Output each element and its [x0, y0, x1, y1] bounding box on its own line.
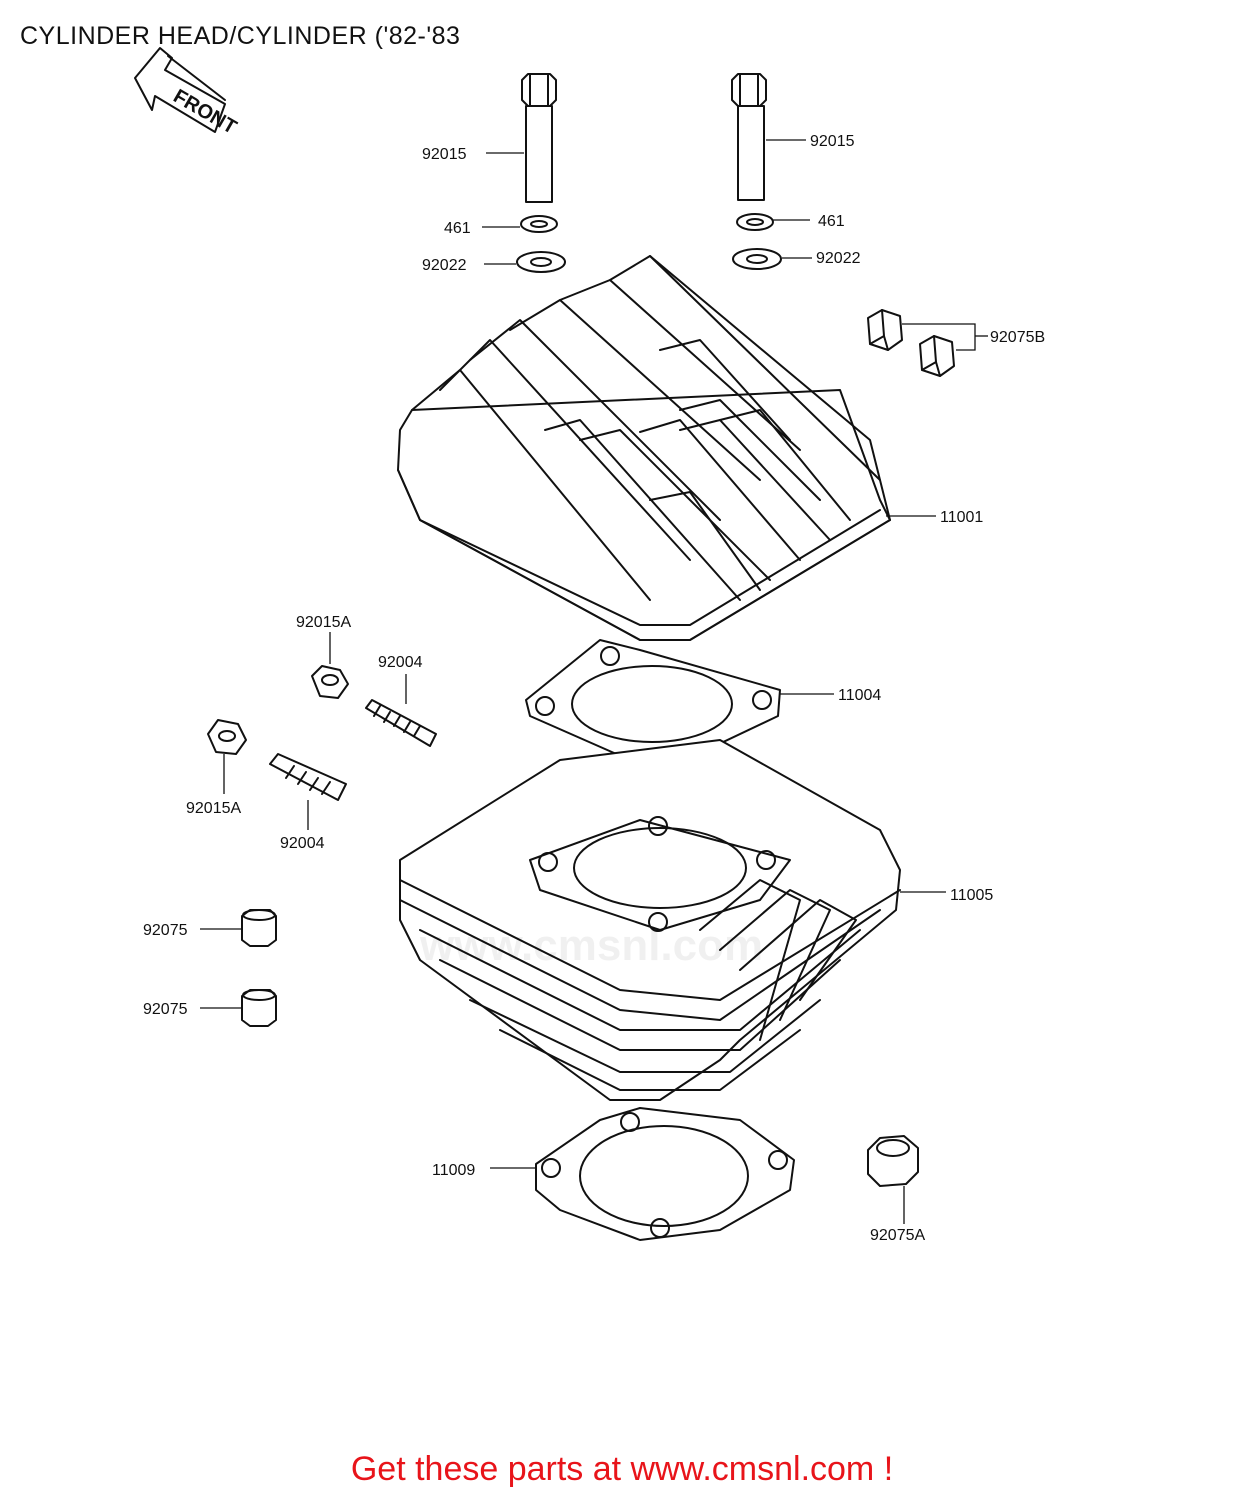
cap-lower-icon: [241, 989, 277, 1027]
label-head-gasket: 11004: [838, 687, 881, 704]
label-nut-upper: 92015A: [296, 614, 351, 631]
label-stud-lower: 92004: [280, 835, 325, 852]
base-gasket-icon: [535, 1107, 795, 1241]
label-plain-washer-right: 92022: [816, 250, 861, 267]
promo-link[interactable]: www.cmsnl.com: [630, 1450, 875, 1488]
nut-lower-icon: [207, 719, 247, 755]
label-plain-washer-left: 92022: [422, 257, 467, 274]
label-cap-a: 92075A: [870, 1227, 925, 1244]
promo-banner: Get these parts at www.cmsnl.com !: [0, 1450, 1244, 1489]
label-bolt-left: 92015: [422, 146, 467, 163]
cylinder-icon: [399, 739, 901, 1101]
cap-upper-icon: [241, 909, 277, 947]
label-cap-lower: 92075: [143, 1001, 188, 1018]
label-base-gasket: 11009: [432, 1162, 475, 1179]
watermark: www.cmsnl.com: [419, 921, 763, 970]
cylinder-head-icon: [397, 255, 891, 641]
page-title: CYLINDER HEAD/CYLINDER ('82-'83: [20, 22, 461, 50]
bolt-right-icon: [731, 73, 767, 201]
cap-b-icon: [867, 309, 955, 377]
promo-suffix: !: [874, 1450, 894, 1488]
label-cylinder: 11005: [950, 887, 993, 904]
bolt-left-icon: [521, 73, 557, 203]
label-washer-left: 461: [444, 220, 471, 237]
front-arrow-icon: FRONT: [134, 47, 240, 139]
label-washer-right: 461: [818, 213, 845, 230]
washer-left-icon: [516, 215, 566, 273]
label-stud-upper: 92004: [378, 654, 423, 671]
label-cap-b: 92075B: [990, 329, 1045, 346]
stud-lower-icon: [269, 753, 347, 801]
cap-a-icon: [867, 1135, 919, 1187]
nut-upper-icon: [311, 665, 349, 699]
washer-right-icon: [732, 213, 782, 270]
label-nut-lower: 92015A: [186, 800, 241, 817]
label-bolt-right: 92015: [810, 133, 855, 150]
label-cap-upper: 92075: [143, 922, 188, 939]
stud-upper-icon: [365, 699, 437, 747]
label-cylinder-head: 11001: [940, 509, 983, 526]
promo-prefix: Get these parts at: [350, 1450, 631, 1488]
parts-diagram: FRONT: [134, 47, 1045, 1244]
